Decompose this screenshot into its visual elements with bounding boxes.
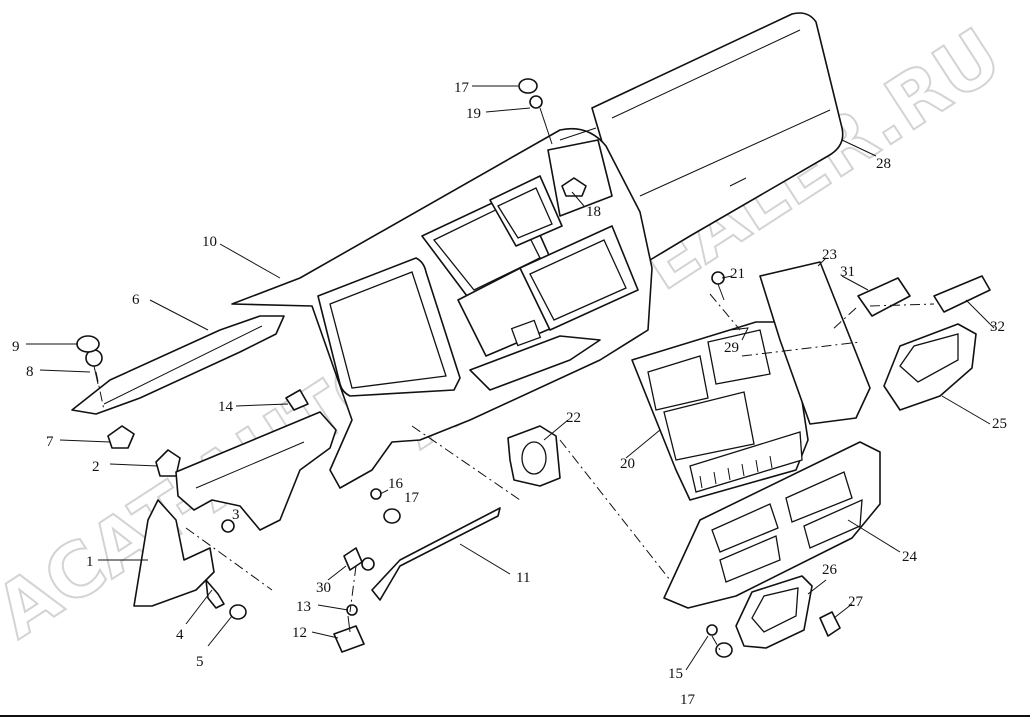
callout-24: 24 [902, 549, 918, 565]
part-cap-17-bottom [715, 642, 733, 658]
callout-11: 11 [516, 570, 530, 586]
part-lower-fascia [175, 389, 337, 531]
callout-23: 23 [822, 247, 837, 263]
callout-12: 12 [292, 625, 307, 641]
part-knob-27 [819, 611, 841, 637]
callout-17-mid: 17 [404, 490, 420, 506]
part-bracket-2 [155, 449, 181, 477]
callout-9: 9 [12, 339, 20, 355]
part-vent-25 [883, 323, 977, 411]
callout-19: 19 [466, 106, 481, 122]
part-lower-console-tray [663, 441, 881, 609]
callout-14: 14 [218, 399, 234, 415]
callout-4: 4 [176, 627, 184, 643]
callout-22: 22 [566, 410, 581, 426]
part-cap-17-top [518, 78, 538, 94]
part-dashboard-body [231, 127, 653, 489]
callout-1: 1 [86, 554, 94, 570]
callout-17-bottom: 17 [680, 692, 696, 708]
part-center-console-panel [631, 321, 809, 501]
part-switch-31 [857, 277, 911, 317]
part-cap-9 [76, 335, 100, 353]
part-switch-32 [933, 275, 991, 313]
part-screw-19 [529, 95, 553, 145]
part-cap-5 [229, 604, 247, 620]
part-screw-3 [221, 519, 235, 533]
callout-25: 25 [992, 416, 1007, 432]
callout-28: 28 [876, 156, 891, 172]
callout-13: 13 [296, 599, 311, 615]
callout-2: 2 [92, 459, 100, 475]
part-trim-strip-left [71, 315, 285, 415]
callout-29: 29 [724, 340, 739, 356]
part-pin-13 [346, 604, 358, 616]
callout-17-top: 17 [454, 80, 470, 96]
part-screw-8 [85, 349, 103, 385]
part-bracket-22 [507, 425, 561, 487]
part-screw-15 [706, 624, 718, 636]
callout-leaders [26, 85, 995, 671]
callout-7: 7 [46, 434, 54, 450]
callout-32: 32 [990, 319, 1005, 335]
part-clip-18 [561, 177, 587, 197]
callout-21: 21 [730, 266, 745, 282]
part-ashtray-26 [735, 575, 813, 649]
part-clip-29 [729, 327, 749, 341]
callout-3: 3 [232, 507, 240, 523]
part-screw-16 [370, 488, 382, 500]
callout-15: 15 [668, 666, 683, 682]
part-center-strip [371, 507, 501, 601]
callout-labels: 1 2 3 4 5 6 7 8 9 10 11 12 13 14 15 16 1… [12, 80, 1007, 708]
part-clip-7 [107, 425, 135, 449]
part-base-12 [333, 615, 365, 653]
assembly-lines [95, 293, 935, 651]
callout-31: 31 [840, 264, 855, 280]
callout-5: 5 [196, 654, 204, 670]
part-cap-17-mid [383, 508, 401, 524]
callout-20: 20 [620, 456, 635, 472]
callout-16: 16 [388, 476, 404, 492]
part-lower-left-panel [133, 499, 215, 607]
part-bracket-30 [343, 547, 375, 571]
callout-6: 6 [132, 292, 140, 308]
callout-26: 26 [822, 562, 838, 578]
part-screw-21 [711, 271, 725, 301]
callout-10: 10 [202, 234, 217, 250]
callout-18: 18 [586, 204, 601, 220]
callout-27: 27 [848, 594, 864, 610]
callout-30: 30 [316, 580, 331, 596]
part-side-cover-23 [759, 261, 871, 425]
callout-8: 8 [26, 364, 34, 380]
